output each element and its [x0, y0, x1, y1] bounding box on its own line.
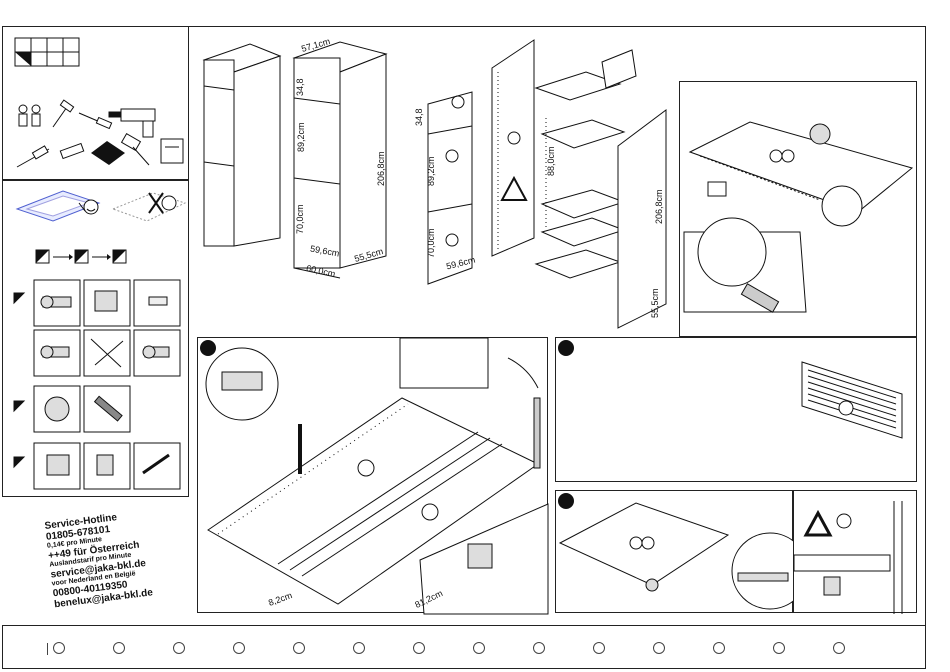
dim-panel-low: 70,0cm — [426, 228, 436, 258]
level-icon — [60, 143, 83, 158]
step-circle — [473, 642, 485, 654]
screwdriver-icon — [79, 113, 112, 128]
rubber-mallet-icon — [122, 134, 149, 165]
dowel-pin-icon — [149, 297, 167, 305]
step-circle — [593, 642, 605, 654]
step-circle — [713, 642, 725, 654]
step-circle — [353, 642, 365, 654]
dim-back-height: 206,8cm — [654, 189, 664, 224]
service-hotline: Service-Hotline 01805-678101 0,14€ pro M… — [44, 509, 153, 610]
back-panel-drawing — [492, 40, 534, 256]
step-circle — [533, 642, 545, 654]
step-circle — [773, 642, 785, 654]
cabinet-front-view — [204, 44, 280, 246]
step-circle — [233, 642, 245, 654]
fittings-illustration — [3, 181, 190, 498]
warning-triangle-icon — [806, 513, 830, 535]
dim-inner-height: 88,0cm — [546, 146, 556, 176]
dim-lower-door: 70,0cm — [295, 204, 305, 234]
bottom-step-strip — [2, 625, 926, 669]
cam-bolt-icon — [41, 296, 71, 308]
cam-lock-icon — [45, 397, 69, 421]
detail-connector-box — [679, 81, 917, 337]
dim-upper-door: 34,8 — [295, 78, 305, 96]
tools-illustration — [3, 27, 190, 181]
people-count-grid-icon — [15, 38, 79, 66]
step-circle — [653, 642, 665, 654]
step-3-box — [555, 490, 793, 613]
dim-middle-door: 89,2cm — [296, 122, 306, 152]
angle-bracket-drawing — [794, 491, 918, 614]
step-circle — [53, 642, 65, 654]
step-1-box: 81,2cm 8,2cm — [197, 337, 548, 613]
step-circle — [113, 642, 125, 654]
step-4-box — [793, 490, 917, 613]
top-board-drawing — [602, 50, 636, 88]
step-circle — [413, 642, 425, 654]
step-circle — [173, 642, 185, 654]
dim-panel-top: 34,8 — [414, 108, 424, 126]
screw-icon — [41, 346, 69, 358]
connector-housing-icon — [47, 455, 69, 475]
step-circle — [833, 642, 845, 654]
strip-divider — [47, 643, 48, 655]
step-circle — [293, 642, 305, 654]
step-1-drawing — [198, 338, 549, 614]
instructions-panel — [2, 180, 189, 497]
drill-icon — [109, 109, 155, 137]
dim-back-depth: 55,5cm — [650, 288, 660, 318]
dim-panel-mid: 89,2cm — [426, 156, 436, 186]
bolt-icon — [143, 346, 169, 358]
tools-panel — [2, 26, 189, 180]
hammer-icon — [53, 100, 74, 127]
ventilation-grille-drawing — [556, 338, 918, 483]
dim-total-height: 206,8cm — [376, 151, 386, 186]
drill-machine-icon — [161, 139, 183, 163]
hinge-plate-icon — [95, 291, 117, 311]
sanding-pad-icon — [91, 141, 125, 165]
cabinet-overview-drawing — [190, 28, 690, 338]
connector-detail-drawing — [680, 82, 918, 338]
glue-gun-icon — [17, 146, 49, 167]
bracket-icon — [97, 455, 113, 475]
two-persons-icon — [19, 105, 40, 126]
cabinet-dimensioned-view — [294, 42, 386, 278]
step-2-box — [555, 337, 917, 482]
shelf-support-drawing — [556, 491, 794, 614]
step-sequence-icon — [36, 250, 126, 263]
